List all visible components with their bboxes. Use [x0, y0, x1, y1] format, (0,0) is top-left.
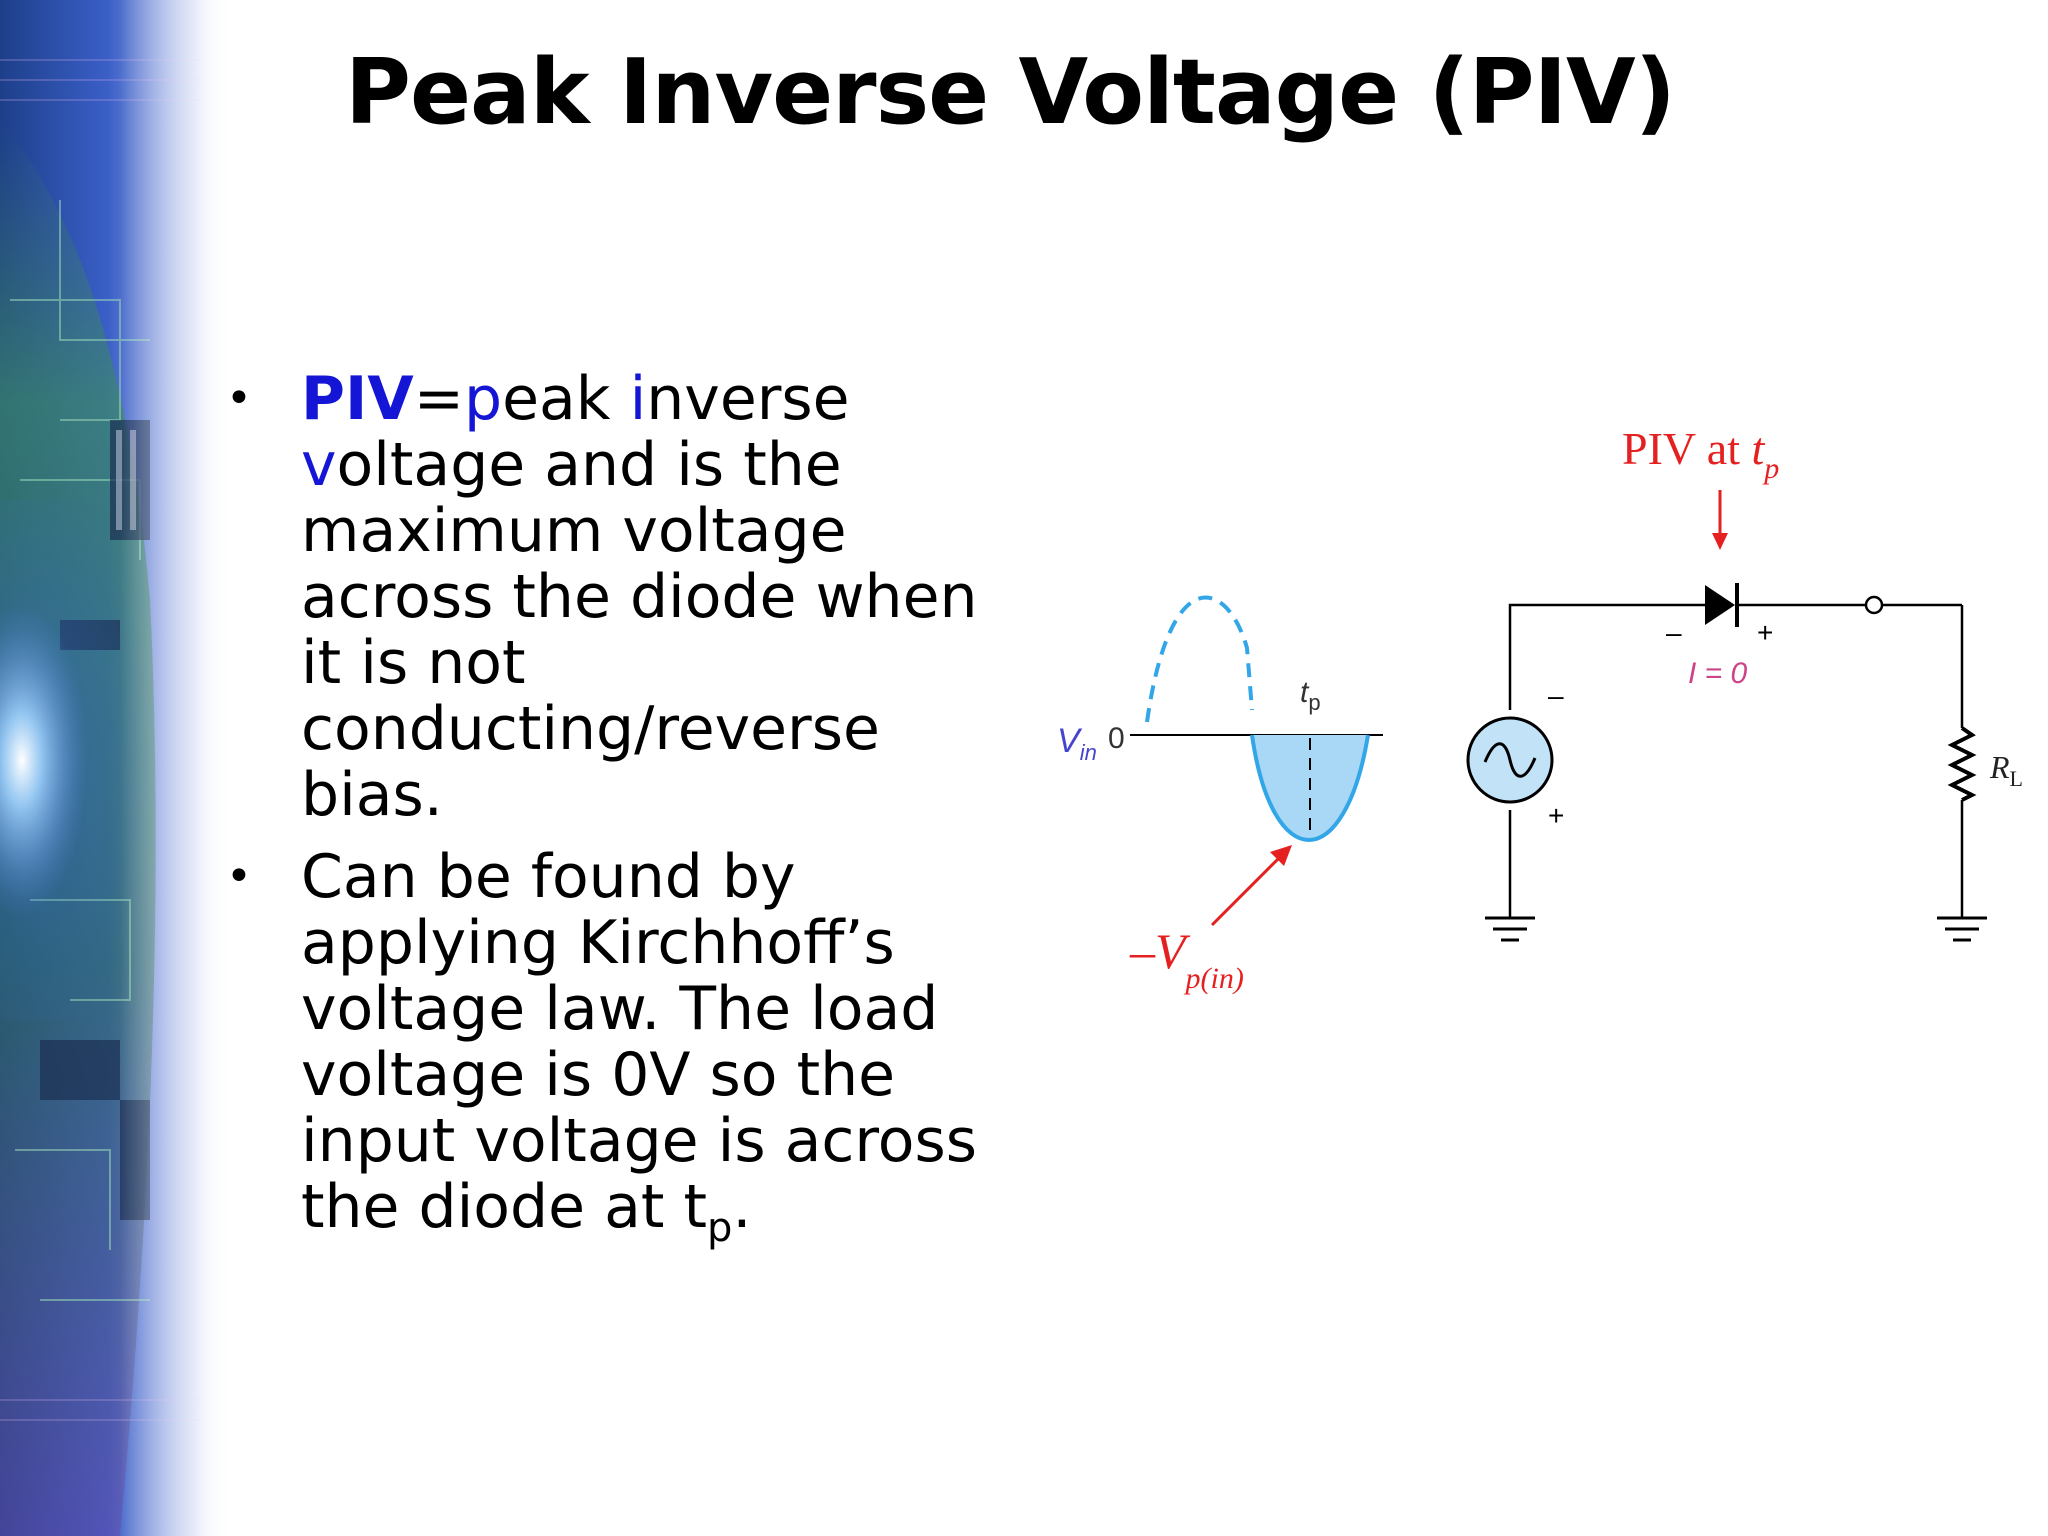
diode-plus-label: + [1757, 617, 1773, 648]
ground-icon [1485, 916, 1535, 942]
equals-sign: = [413, 364, 465, 434]
vin-label: Vin [1057, 722, 1097, 765]
bullet-dot-icon: • [226, 851, 252, 902]
current-label: I = 0 [1688, 657, 1748, 690]
peak-pointer-arrowhead [1270, 845, 1292, 866]
source-plus-label: + [1548, 800, 1564, 831]
load-resistor-icon [1947, 726, 1977, 802]
top-wire-left [1508, 603, 1705, 710]
piv-at-tp-label: PIV at tp [1622, 423, 1779, 485]
neg-vp-label: –Vp(in) [1129, 923, 1244, 995]
piv-arrowhead [1712, 533, 1728, 550]
positive-half-cycle [1145, 595, 1254, 723]
letter-p: p [464, 364, 503, 434]
bullet-dot-icon: • [226, 373, 252, 424]
zero-label: 0 [1108, 722, 1125, 755]
ac-source-icon [1466, 716, 1554, 804]
source-minus-label: – [1548, 680, 1564, 711]
slide-title: Peak Inverse Voltage (PIV) [345, 40, 1676, 145]
letter-i: i [629, 364, 647, 434]
tp-label: tp [1300, 676, 1321, 715]
definition-rest: oltage and is the maximum voltage across… [301, 430, 978, 830]
diode-minus-label: – [1666, 617, 1682, 648]
negative-half-cycle [1250, 734, 1370, 842]
diode-icon [1705, 583, 1739, 627]
ground-icon [1937, 916, 1987, 942]
bullet-kirchhoff: • Can be found by applying Kirchhoff’s v… [226, 844, 1026, 1261]
letter-v: v [301, 430, 337, 500]
half-wave-rectifier-diagram: Vin 0 tp –Vp(in) PIV at tp – + I = 0 – +… [1057, 423, 2023, 995]
piv-annotation: PIV at tp [1622, 423, 1779, 550]
output-terminal-icon [1864, 595, 1884, 615]
circuit [1508, 603, 1964, 918]
kirchhoff-period: . [732, 1172, 752, 1242]
piv-term: PIV [301, 364, 414, 434]
circuit-board-background [0, 0, 240, 1536]
kirchhoff-subscript: p [706, 1205, 733, 1251]
load-resistor-label: RL [1989, 749, 2023, 791]
peak-pointer-arrow [1210, 850, 1287, 927]
kirchhoff-text: Can be found by applying Kirchhoff’s vol… [301, 842, 977, 1242]
bullet-list: • PIV=peak inverse voltage and is the ma… [226, 366, 1026, 1277]
bullet-piv-definition: • PIV=peak inverse voltage and is the ma… [226, 366, 1026, 828]
word-nverse: nverse [646, 364, 850, 434]
word-eak: eak [502, 364, 630, 434]
input-waveform: Vin 0 tp –Vp(in) [1057, 595, 1383, 995]
